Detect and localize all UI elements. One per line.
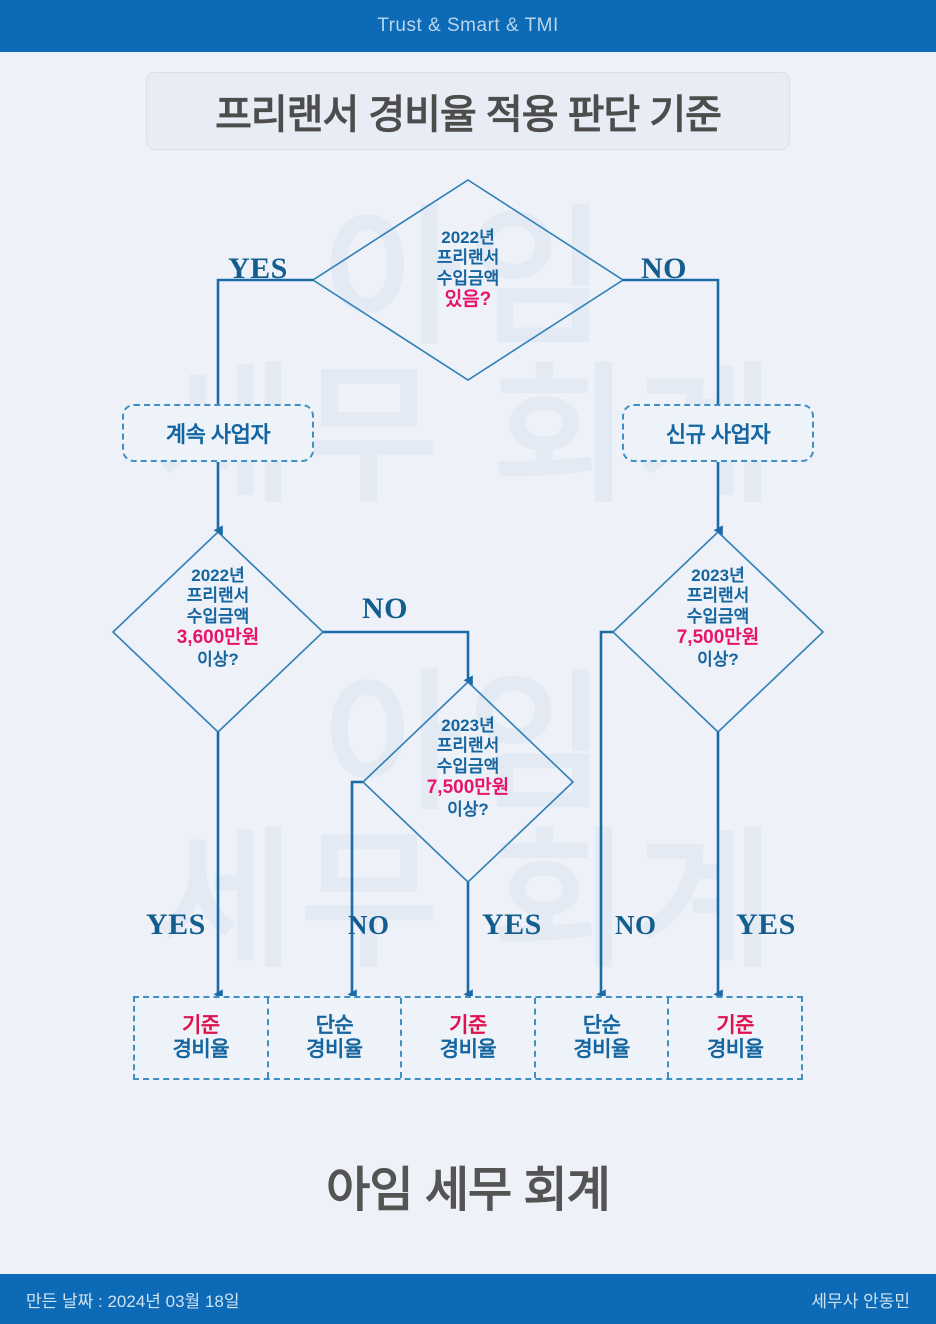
result-2-line-2: 경비율 [306,1038,363,1061]
diamond-2022-income-exists [311,179,625,381]
result-1-line-1: 기준 [181,1013,220,1037]
result-4-line-1: 단순 [582,1013,621,1037]
process-new-business-label: 신규 사업자 [665,422,771,447]
d1-line-3: 수입금액 [436,268,500,288]
edge-label-top-yes: YES [228,252,288,285]
d3-line-1: 2023년 [441,716,495,735]
result-standard-expense-rate-3[interactable]: 기준 경비율 [669,998,801,1078]
d4-tail: 이상? [697,649,739,669]
d1-highlight: 있음? [444,289,492,311]
d3-highlight: 7,500만원 [426,777,510,799]
edge-no-to-new [623,278,720,404]
process-new-business[interactable]: 신규 사업자 [622,404,814,462]
page-title-box: 프리랜서 경비율 적용 판단 기준 [146,72,790,150]
result-5-line-2: 경비율 [706,1038,764,1061]
result-standard-expense-rate-2[interactable]: 기준 경비율 [402,998,536,1078]
d3-tail: 이상? [447,799,489,819]
d4-line-2: 프리랜서 [686,586,750,606]
result-row: 기준 경비율 단순 경비율 기준 경비율 단순 경비율 기준 경비율 [133,996,803,1080]
page-title: 프리랜서 경비율 적용 판단 기준 [215,93,722,137]
edge-label-result4-no: NO [615,910,657,940]
d4-line-3: 수입금액 [686,606,750,626]
d1-line-2: 프리랜서 [436,248,500,268]
d2-highlight: 3,600만원 [176,627,260,649]
d2-tail: 이상? [197,649,239,669]
d3-line-2: 프리랜서 [436,736,500,756]
process-continuing-business[interactable]: 계속 사업자 [122,404,314,462]
result-standard-expense-rate-1[interactable]: 기준 경비율 [135,998,269,1078]
edge-d4-no-to-result4 [596,630,613,1000]
header-tagline: Trust & Smart & TMI [377,15,559,36]
diamond-2022-income-36m-label: 2022년 프리랜서 수입금액 3,600만원 이상? [118,566,318,670]
footer-author: 세무사 안동민 [811,1291,910,1311]
result-1-line-2: 경비율 [172,1038,230,1061]
d2-line-2: 프리랜서 [186,586,250,606]
d3-line-3: 수입금액 [436,756,500,776]
diamond-2023-income-75m-center-label: 2023년 프리랜서 수입금액 7,500만원 이상? [368,716,568,820]
d2-line-1: 2022년 [191,566,245,585]
edge-label-result1-yes: YES [146,908,206,941]
result-simple-expense-rate-1[interactable]: 단순 경비율 [269,998,403,1078]
d2-line-3: 수입금액 [186,606,250,626]
edge-label-d2-no: NO [362,592,408,625]
footer-created-date: 만든 날짜 : 2024년 03월 18일 [26,1291,240,1311]
result-simple-expense-rate-2[interactable]: 단순 경비율 [536,998,670,1078]
d4-highlight: 7,500만원 [676,627,760,649]
footer-bar: 만든 날짜 : 2024년 03월 18일 세무사 안동민 [0,1274,936,1324]
edge-d2-no-to-d3 [323,630,473,686]
edge-label-top-no: NO [641,252,687,285]
diamond-2023-income-75m-right-label: 2023년 프리랜서 수입금액 7,500만원 이상? [618,566,818,670]
process-continuing-business-label: 계속 사업자 [165,422,271,447]
result-4-line-2: 경비율 [573,1038,630,1061]
header-bar: Trust & Smart & TMI [0,0,936,52]
result-3-line-1: 기준 [449,1013,487,1037]
brand-title: 아임 세무 회계 [326,1164,611,1217]
edge-d3-no-to-result2 [347,780,363,1000]
edge-yes-to-continuing [216,278,313,404]
edge-label-result5-yes: YES [736,908,796,941]
result-5-line-1: 기준 [716,1013,754,1037]
result-2-line-1: 단순 [315,1013,354,1037]
diamond-2022-income-exists-label: 2022년 프리랜서 수입금액 있음? [368,228,568,312]
edge-label-result3-yes: YES [482,908,542,941]
d4-line-1: 2023년 [691,566,745,585]
result-3-line-2: 경비율 [439,1038,497,1061]
d1-line-1: 2022년 [441,228,495,247]
edge-label-result2-no: NO [348,910,390,940]
